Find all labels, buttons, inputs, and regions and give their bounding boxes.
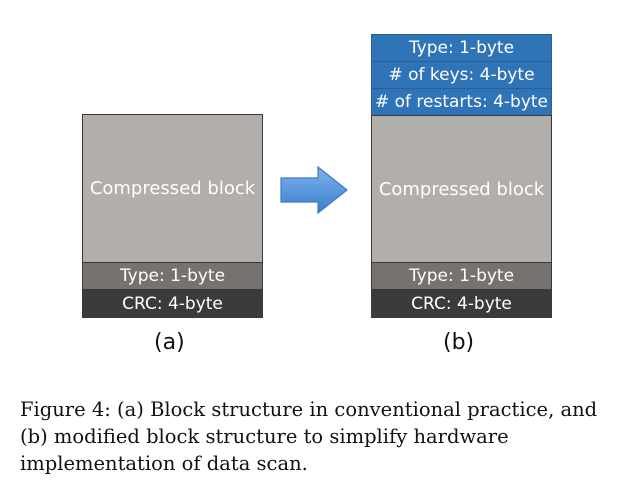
caption-b: (b) (443, 330, 475, 355)
b-num-restarts-field: # of restarts: 4-byte (371, 88, 552, 116)
b-type-field: Type: 1-byte (371, 262, 552, 290)
caption-a: (a) (154, 330, 185, 355)
right-arrow-icon (280, 165, 348, 215)
a-crc-field: CRC: 4-byte (82, 289, 263, 318)
a-compressed-block: Compressed block (82, 114, 263, 263)
figure-caption: Figure 4: (a) Block structure in convent… (20, 398, 598, 475)
a-type-field: Type: 1-byte (82, 262, 263, 290)
b-type-header-field: Type: 1-byte (371, 34, 552, 62)
b-crc-field: CRC: 4-byte (371, 289, 552, 318)
b-compressed-block: Compressed block (371, 115, 552, 263)
b-num-keys-field: # of keys: 4-byte (371, 61, 552, 89)
